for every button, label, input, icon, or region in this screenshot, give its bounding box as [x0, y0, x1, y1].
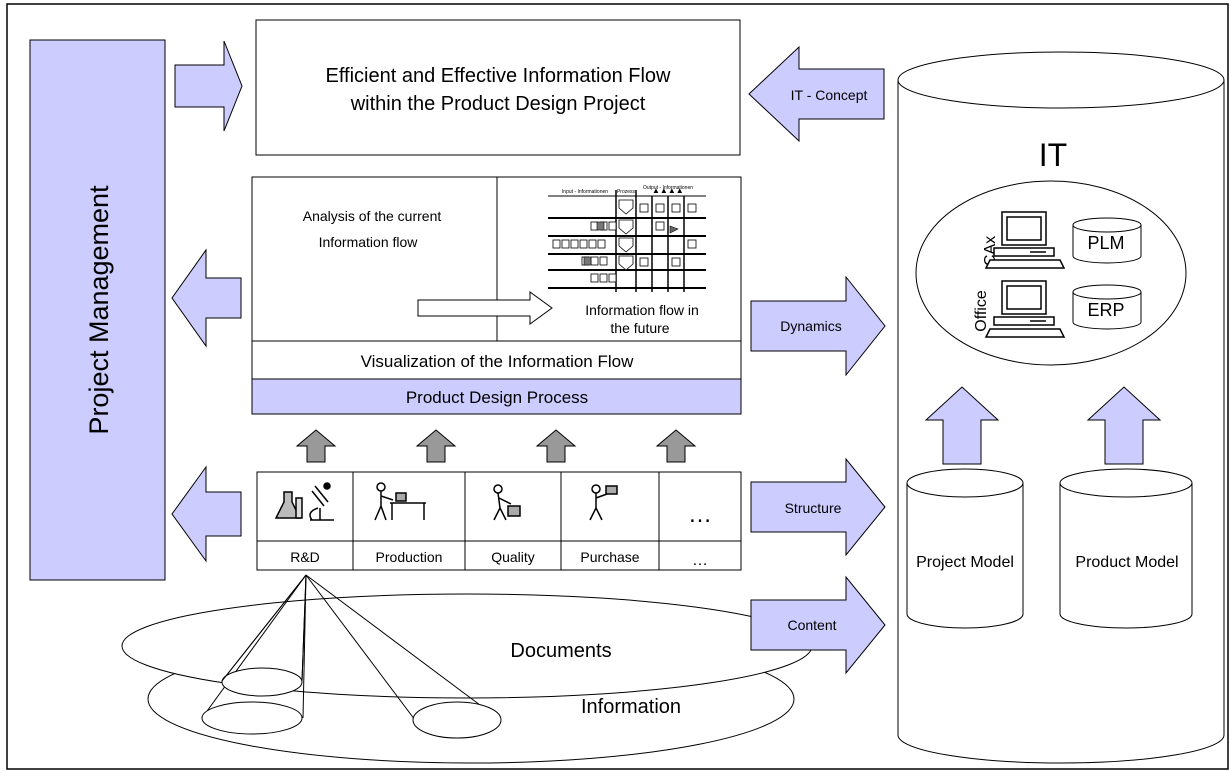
dynamics-label: Dynamics: [780, 318, 841, 334]
process-bar: [251, 378, 742, 415]
arrow-project-model-up: [924, 386, 1000, 465]
plm-database-icon: [1072, 217, 1142, 264]
arrow-departments-to-pm: [171, 465, 242, 563]
lab-microscope-icon: [274, 482, 334, 521]
visualization-bar: [251, 340, 742, 380]
future-line-2: the future: [610, 320, 669, 336]
svg-text:Input - Informationen: Input - Informationen: [562, 189, 608, 195]
department-more-icon: …: [688, 501, 712, 528]
transition-arrow: [417, 291, 553, 325]
buyer-icon: [589, 484, 618, 521]
product-model-cylinder: [1059, 468, 1193, 629]
arrow-it-concept: [748, 45, 885, 143]
project-model-label: Project Model: [916, 554, 1014, 571]
svg-text:Output - Informationen: Output - Informationen: [643, 185, 693, 191]
structure-label: Structure: [785, 500, 842, 516]
project-management-label: Project Management: [84, 185, 114, 435]
department-more: …: [692, 552, 708, 569]
gray-up-arrows: [295, 429, 697, 463]
office-label: Office: [973, 290, 990, 332]
documents-label: Documents: [510, 640, 611, 662]
project-management-bar: [29, 39, 166, 581]
information-matrix-thumbnail: Input - Informationen Prozess Output - I…: [548, 185, 706, 292]
department-quality: Quality: [491, 549, 535, 565]
computer-icon: [984, 211, 1066, 269]
cax-label: CAx: [982, 236, 999, 266]
arrow-pm-to-goal: [174, 40, 243, 132]
info-cones: [201, 574, 502, 739]
worker-table-icon: [374, 482, 426, 521]
computer-icon: [984, 280, 1066, 338]
analysis-current-line-2: Information flow: [319, 234, 419, 250]
arrow-dynamics: [750, 275, 886, 377]
goal-box: [255, 19, 741, 156]
arrow-product-model-up: [1086, 386, 1162, 465]
plm-label: PLM: [1087, 233, 1124, 253]
it-concept-label: IT - Concept: [791, 87, 868, 103]
department-rnd: R&D: [290, 549, 320, 565]
arrow-structure: [750, 457, 886, 557]
goal-line-2: within the Product Design Project: [350, 93, 646, 115]
svg-text:Prozess: Prozess: [617, 189, 636, 195]
department-purchase: Purchase: [580, 549, 639, 565]
information-label: Information: [581, 696, 681, 718]
arrow-analysis-to-pm: [171, 248, 242, 348]
arrow-content: [750, 575, 886, 675]
analysis-current-line-1: Analysis of the current: [303, 208, 442, 224]
it-title: IT: [1039, 137, 1067, 173]
process-label: Product Design Process: [406, 388, 588, 407]
svg-text:▲▲▲▲: ▲▲▲▲: [652, 186, 684, 195]
inspector-icon: [493, 484, 521, 521]
departments-table: … R&D Production Quality Purchase …: [256, 471, 742, 571]
visualization-label: Visualization of the Information Flow: [361, 352, 634, 371]
erp-label: ERP: [1087, 300, 1124, 320]
goal-line-1: Efficient and Effective Information Flow: [326, 65, 672, 87]
content-label: Content: [787, 617, 836, 633]
erp-database-icon: [1072, 284, 1142, 330]
future-line-1: Information flow in: [585, 302, 699, 318]
product-model-label: Product Model: [1075, 554, 1178, 571]
project-model-cylinder: [906, 468, 1024, 629]
department-production: Production: [376, 549, 443, 565]
